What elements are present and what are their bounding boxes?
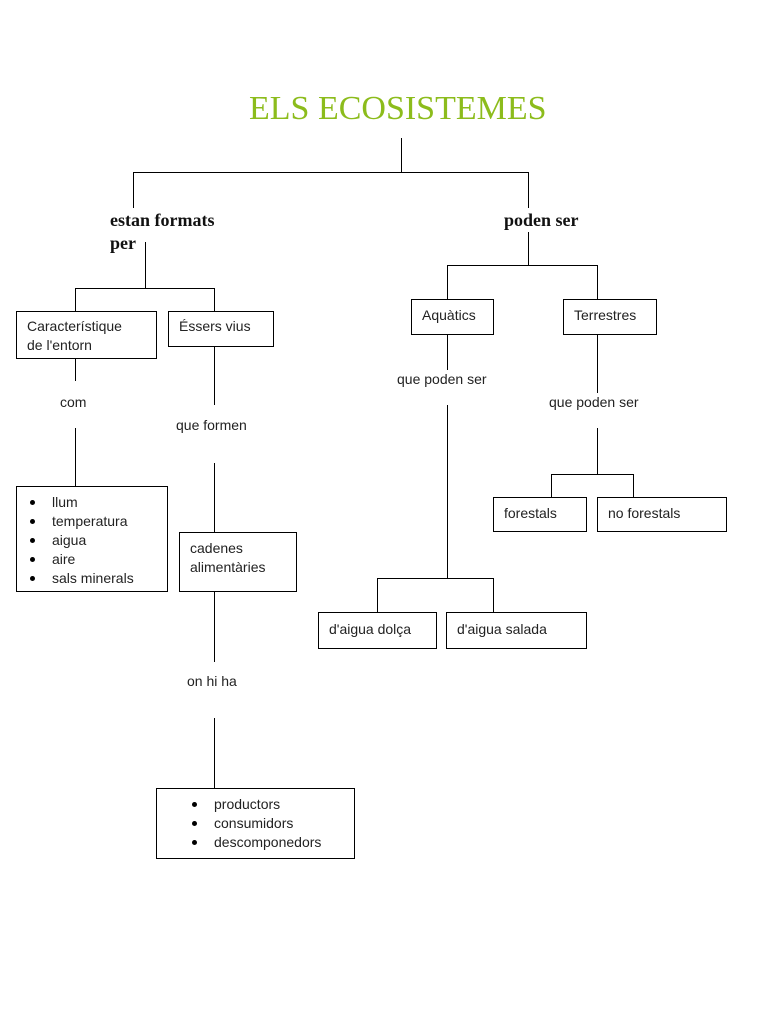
- estan-formats-label: estan formats per: [110, 209, 214, 255]
- connector-line: [214, 463, 215, 533]
- connector-line: [133, 172, 529, 173]
- connector-line: [401, 138, 402, 173]
- cadenes-label-line2: alimentàries: [190, 559, 266, 575]
- list-item: productors: [189, 795, 344, 814]
- estan-formats-line2: per: [110, 233, 136, 253]
- aigua-salada-label: d'aigua salada: [457, 621, 547, 637]
- caracteristiques-label: Característique: [27, 318, 122, 334]
- list-item: aire: [27, 550, 157, 569]
- title: ELS ECOSISTEMES: [249, 90, 547, 127]
- connector-line: [377, 578, 378, 613]
- terrestres-label: Terrestres: [574, 307, 637, 323]
- entorn-list: llum temperatura aigua aire sals mineral…: [27, 493, 157, 588]
- list-item: llum: [27, 493, 157, 512]
- organismes-list: productors consumidors descomponedors: [167, 795, 344, 852]
- no-forestals-box: no forestals: [597, 497, 727, 532]
- que-formen-label: que formen: [176, 417, 247, 433]
- com-label: com: [60, 394, 87, 410]
- essers-vius-box: Éssers vius: [168, 311, 274, 347]
- list-item: consumidors: [189, 814, 344, 833]
- list-item: sals minerals: [27, 569, 157, 588]
- essers-vius-label: Éssers vius: [179, 318, 251, 334]
- cadenes-label: cadenes: [190, 540, 243, 556]
- list-item: aigua: [27, 531, 157, 550]
- connector-line: [551, 474, 552, 498]
- connector-line: [528, 172, 529, 208]
- connector-line: [75, 288, 215, 289]
- caracteristiques-box: Característique de l'entorn: [16, 311, 157, 359]
- entorn-list-box: llum temperatura aigua aire sals mineral…: [16, 486, 168, 592]
- no-forestals-label: no forestals: [608, 505, 681, 521]
- connector-line: [133, 172, 134, 208]
- organismes-list-box: productors consumidors descomponedors: [156, 788, 355, 859]
- caracteristiques-label-line2: de l'entorn: [27, 337, 92, 353]
- connector-line: [75, 428, 76, 486]
- aigua-dolca-label: d'aigua dolça: [329, 621, 412, 637]
- connector-line: [493, 578, 494, 613]
- connector-line: [145, 242, 146, 289]
- connector-line: [75, 288, 76, 312]
- connector-line: [447, 405, 448, 579]
- terrestres-box: Terrestres: [563, 299, 657, 335]
- connector-line: [214, 347, 215, 405]
- connector-line: [377, 578, 494, 579]
- connector-line: [447, 265, 598, 266]
- connector-line: [597, 265, 598, 300]
- aigua-dolca-box: d'aigua dolça: [318, 612, 437, 649]
- connector-line: [214, 592, 215, 662]
- list-item: temperatura: [27, 512, 157, 531]
- connector-line: [447, 335, 448, 370]
- connector-line: [597, 428, 598, 475]
- connector-line: [551, 474, 634, 475]
- cadenes-box: cadenes alimentàries: [179, 532, 297, 592]
- estan-formats-line1: estan formats: [110, 210, 215, 230]
- aquatics-label: Aquàtics: [422, 307, 476, 323]
- aquatics-box: Aquàtics: [411, 299, 494, 335]
- connector-line: [214, 718, 215, 789]
- terrestres-que-poden-ser-label: que poden ser: [549, 394, 639, 410]
- connector-line: [75, 359, 76, 381]
- connector-line: [214, 288, 215, 312]
- aigua-salada-box: d'aigua salada: [446, 612, 587, 649]
- aquatics-que-poden-ser-label: que poden ser: [397, 371, 487, 387]
- connector-line: [447, 265, 448, 300]
- poden-ser-label: poden ser: [504, 210, 579, 230]
- forestals-box: forestals: [493, 497, 587, 532]
- connector-line: [528, 232, 529, 266]
- list-item: descomponedors: [189, 833, 344, 852]
- connector-line: [597, 335, 598, 393]
- on-hi-ha-label: on hi ha: [187, 673, 237, 689]
- forestals-label: forestals: [504, 505, 557, 521]
- connector-line: [633, 474, 634, 498]
